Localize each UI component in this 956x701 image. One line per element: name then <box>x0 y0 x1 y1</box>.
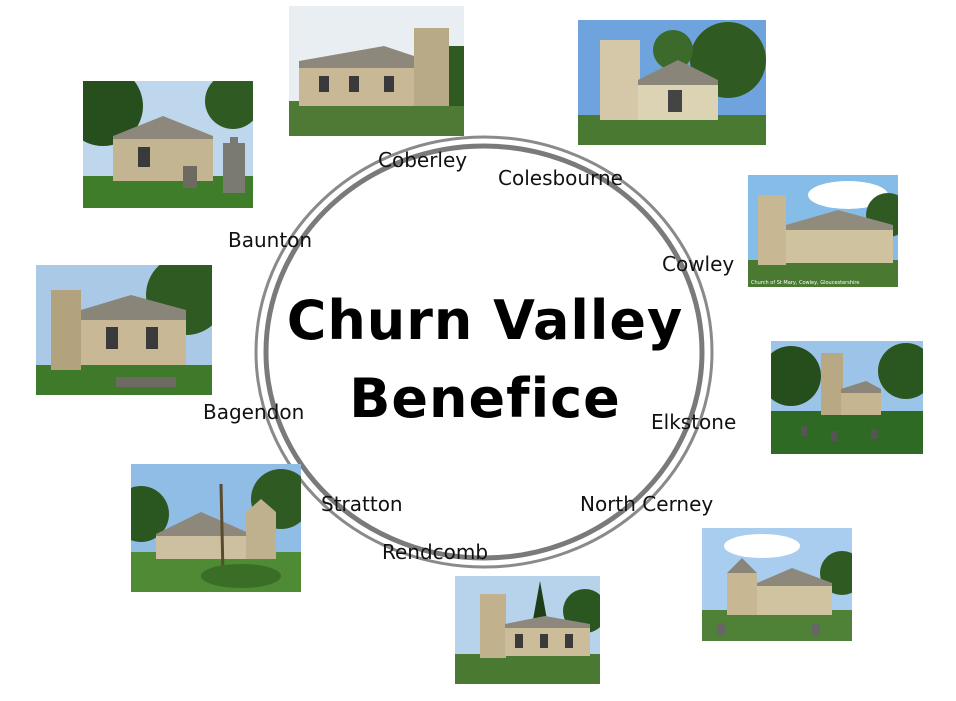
church-photo-bagendon <box>36 265 212 395</box>
label-coberley: Coberley <box>378 148 468 172</box>
label-bagendon: Bagendon <box>203 400 305 424</box>
label-stratton: Stratton <box>321 492 403 516</box>
church-photo-coberley <box>289 6 464 136</box>
page-title: Churn Valley Benefice <box>250 282 720 438</box>
church-photo-north-cerney <box>702 528 852 641</box>
title-line-1: Churn Valley <box>286 289 684 352</box>
church-photo-colesbourne <box>578 20 766 145</box>
label-north-cerney: North Cerney <box>580 492 714 516</box>
photo-caption-cowley: Church of St Mary, Cowley, Gloucestershi… <box>751 280 860 286</box>
label-cowley: Cowley <box>662 252 735 276</box>
church-photo-cowley: Church of St Mary, Cowley, Gloucestershi… <box>748 175 898 287</box>
church-photo-stratton <box>131 464 301 592</box>
label-elkstone: Elkstone <box>651 410 737 434</box>
label-baunton: Baunton <box>228 228 313 252</box>
label-colesbourne: Colesbourne <box>498 166 623 190</box>
church-photo-rendcomb <box>455 576 600 684</box>
church-photo-baunton <box>83 81 253 208</box>
church-photo-elkstone <box>771 341 923 454</box>
label-rendcomb: Rendcomb <box>382 540 489 564</box>
title-line-2: Benefice <box>349 367 621 430</box>
